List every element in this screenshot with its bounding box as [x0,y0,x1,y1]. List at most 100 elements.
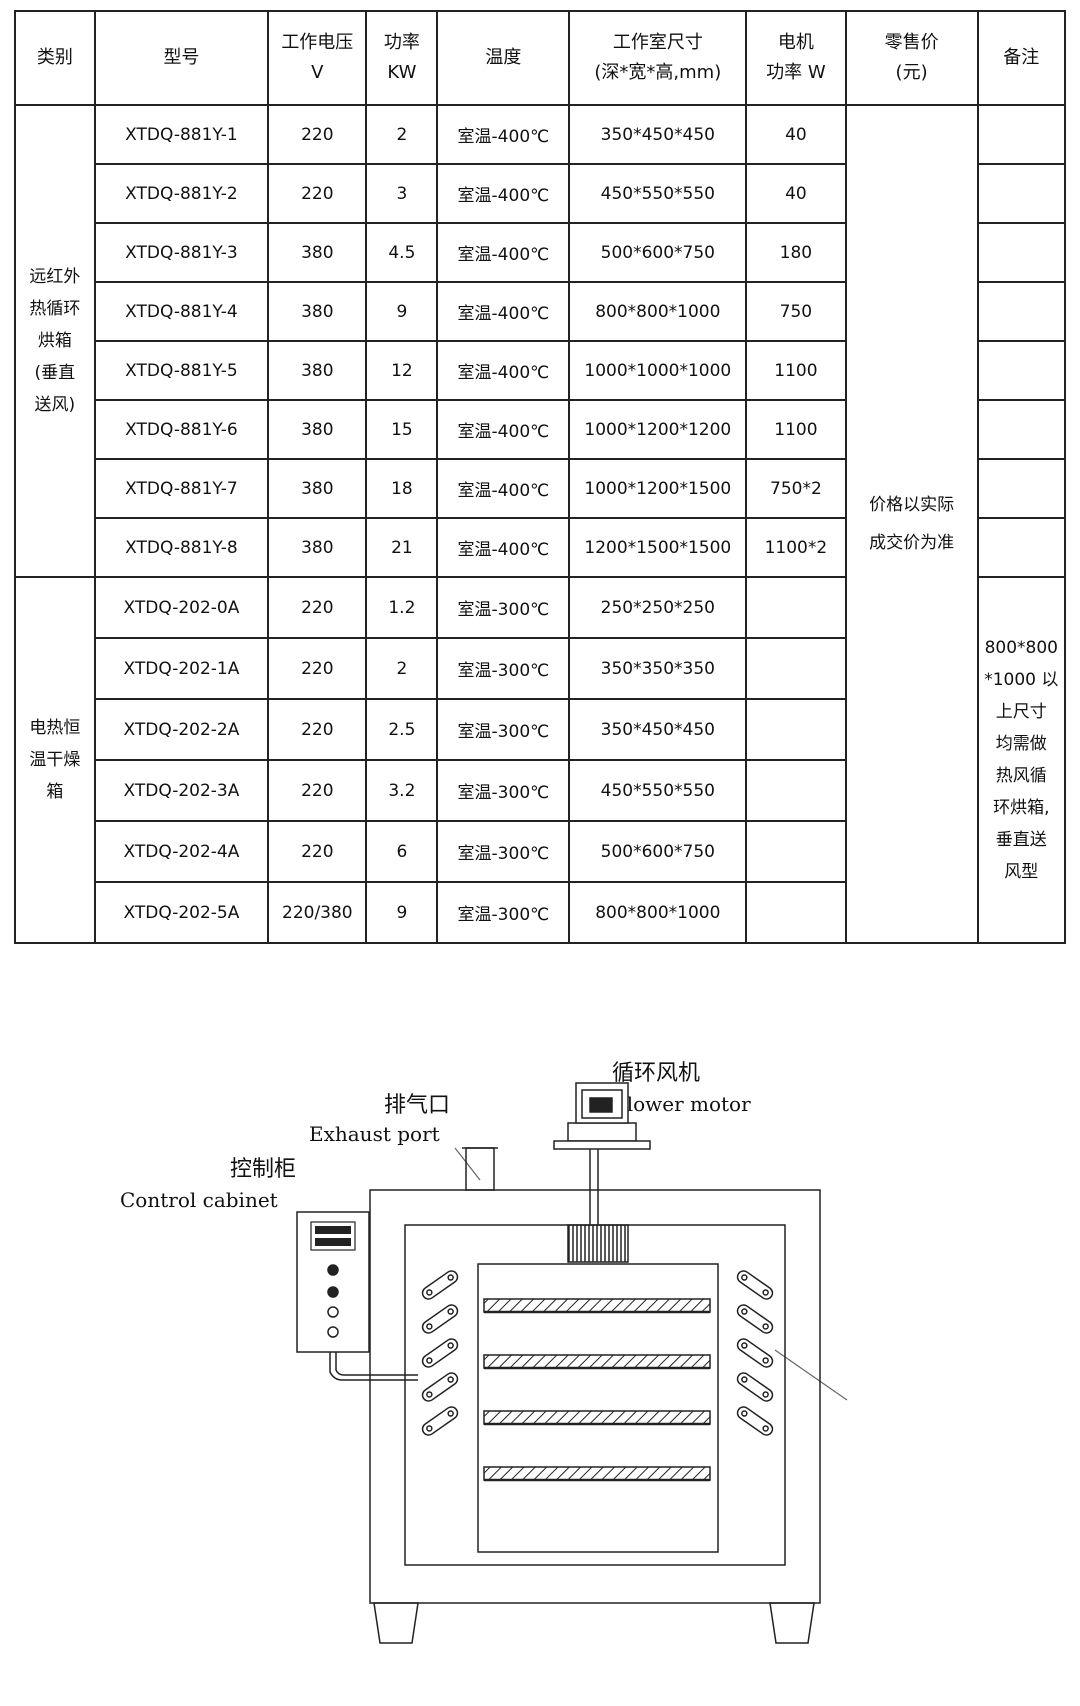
oven-diagram: 循环风机 Blower motor 排气口 Exhaust port 控制柜 C… [120,1061,848,1644]
price-note-cell: 价格以实际成交价为准 [844,104,979,944]
chamber-size-cell: 350*450*450 [568,698,748,761]
remark-note-line: 风型 [1004,862,1039,882]
chamber-size-cell: 1000*1200*1200 [568,399,748,460]
power-cell: 9 [365,281,439,342]
category-cell: 电热恒温干燥箱 [14,576,96,944]
voltage-cell: 220 [267,637,368,700]
heater-element [421,1270,459,1300]
heater-element [736,1304,774,1334]
leg-left [373,1602,419,1644]
power-cell: 15 [365,399,439,460]
label-blower-en: Blower motor [612,1092,751,1116]
chamber-size-cell: 1200*1500*1500 [568,517,748,578]
label-exhaust-zh: 排气口 [384,1093,450,1118]
motor-power-cell: 40 [745,163,847,224]
power-cell: 4.5 [365,222,439,283]
header-retail-price: 零售价(元) [844,10,979,106]
heater-element [736,1270,774,1300]
power-cell: 6 [365,820,439,883]
model-cell: XTDQ-881Y-4 [93,281,270,342]
remark-cell [976,458,1067,519]
chamber-size-cell: 350*350*350 [568,637,748,700]
header-category: 类别 [14,10,96,106]
model-cell: XTDQ-202-1A [93,637,270,700]
voltage-cell: 220 [267,163,368,224]
power-cell: 12 [365,340,439,401]
motor-power-cell: 750*2 [745,458,847,519]
remark-note-line: *1000 以 [984,670,1059,690]
motor-power-cell [745,576,847,639]
motor-power-cell: 1100*2 [745,517,847,578]
voltage-cell: 380 [267,222,368,283]
category-line: 远红外 [29,267,81,287]
heater-element [736,1338,774,1368]
category-line: 电热恒 [29,718,81,738]
remark-cell [976,222,1067,283]
motor-power-cell [745,759,847,822]
voltage-cell: 380 [267,458,368,519]
power-cell: 2 [365,637,439,700]
temperature-cell: 室温-300℃ [436,881,571,944]
model-cell: XTDQ-881Y-3 [93,222,270,283]
power-cell: 1.2 [365,576,439,639]
category-line: 温干燥 [29,750,81,770]
header-chamber-size: 工作室尺寸(深*宽*高,mm) [568,10,748,106]
chamber-size-cell: 450*550*550 [568,759,748,822]
category-line: 箱 [46,782,64,802]
remark-note-line: 800*800 [984,638,1058,658]
header-model: 型号 [93,10,270,106]
header-motor-power: 电机功率 W [745,10,847,106]
fan-blades [567,1224,629,1263]
voltage-cell: 380 [267,399,368,460]
power-cell: 3 [365,163,439,224]
temperature-cell: 室温-400℃ [436,517,571,578]
motor-power-cell [745,881,847,944]
temperature-cell: 室温-300℃ [436,820,571,883]
inner-shelf-frame [477,1263,719,1553]
cabinet-knob-1 [327,1264,339,1276]
heaters-right [736,1270,774,1436]
model-cell: XTDQ-202-4A [93,820,270,883]
voltage-cell: 220 [267,104,368,165]
category-cell: 远红外热循环烘箱 (垂直送风) [14,104,96,578]
temperature-cell: 室温-400℃ [436,163,571,224]
model-cell: XTDQ-881Y-6 [93,399,270,460]
motor-power-cell [745,637,847,700]
chamber-size-cell: 800*800*1000 [568,281,748,342]
category-line: 烘箱 [37,331,72,351]
oven-chamber [404,1224,786,1566]
heater-element [421,1304,459,1334]
heater-element [421,1372,459,1402]
category-line: (垂直 [34,363,76,383]
shelves [483,1298,711,1482]
voltage-cell: 220 [267,698,368,761]
chamber-size-cell: 350*450*450 [568,104,748,165]
label-cabinet-en: Control cabinet [120,1188,278,1212]
temperature-cell: 室温-400℃ [436,281,571,342]
remark-cell [976,517,1067,578]
category-line: 送风) [34,395,76,415]
motor-power-cell: 1100 [745,340,847,401]
temperature-cell: 室温-400℃ [436,458,571,519]
remark-cell [976,104,1067,165]
motor-power-cell [745,698,847,761]
label-blower-zh: 循环风机 [612,1061,700,1086]
leg-right [769,1602,815,1644]
motor-power-cell: 180 [745,222,847,283]
voltage-cell: 220/380 [267,881,368,944]
voltage-cell: 220 [267,576,368,639]
power-cell: 21 [365,517,439,578]
remark-note-cell: 800*800*1000 以上尺寸均需做热风循环烘箱,垂直送风型 [976,576,1067,944]
model-cell: XTDQ-881Y-8 [93,517,270,578]
category-line: 热循环 [29,299,81,319]
temperature-cell: 室温-300℃ [436,759,571,822]
